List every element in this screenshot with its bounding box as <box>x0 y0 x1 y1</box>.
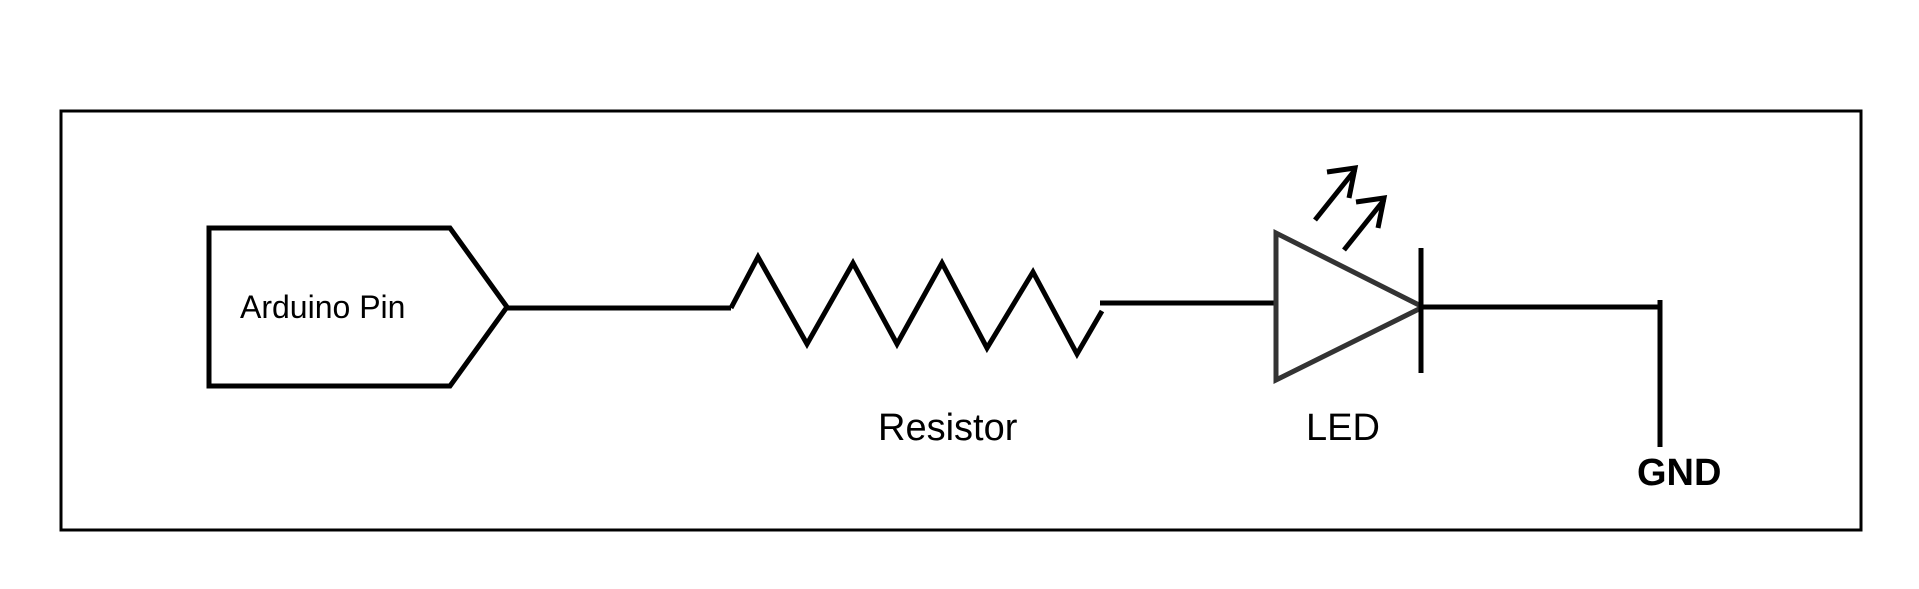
resistor-label: Resistor <box>878 407 1018 449</box>
resistor-symbol <box>728 251 1105 360</box>
diagram-frame <box>59 109 1863 532</box>
light-emission-icon <box>1313 165 1388 252</box>
arduino-pin-shape <box>206 225 511 389</box>
ground-label: GND <box>1637 452 1721 494</box>
led-label: LED <box>1306 407 1380 449</box>
led-triangle <box>1273 228 1429 385</box>
arduino-pin-label: Arduino Pin <box>240 289 405 325</box>
